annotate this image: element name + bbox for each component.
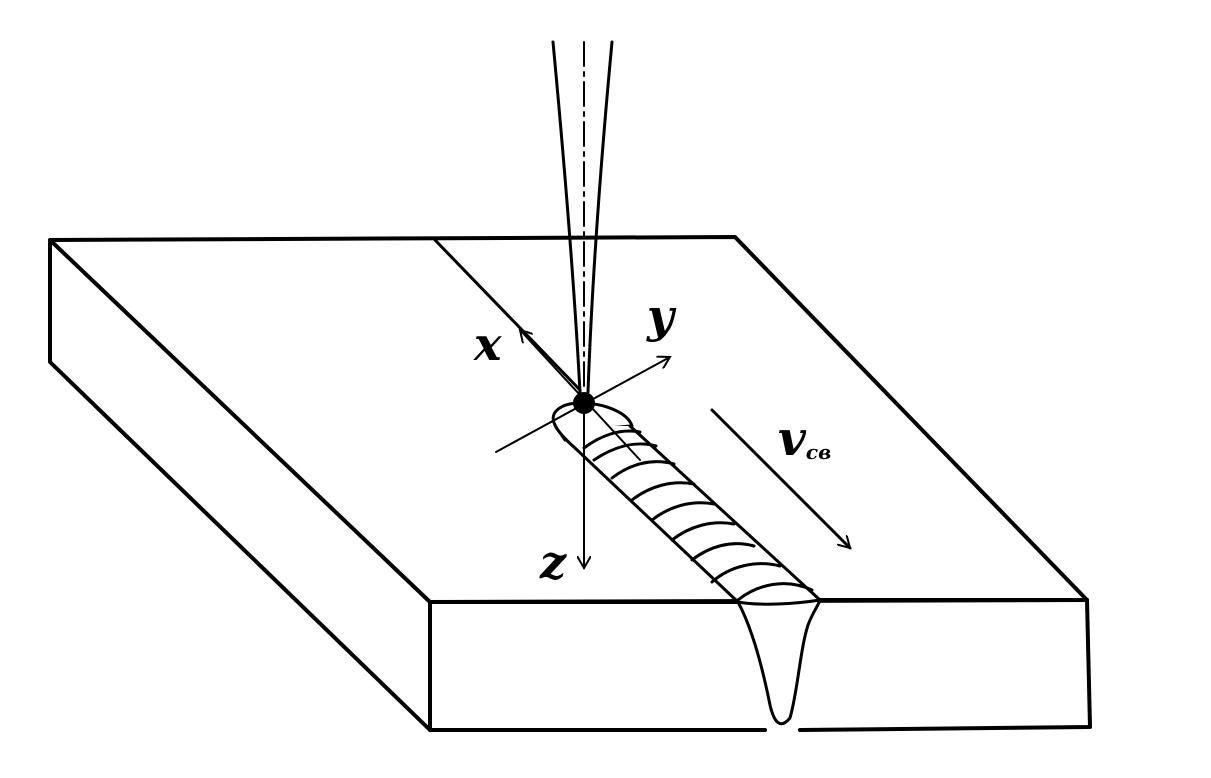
plate-left-face — [48, 238, 432, 732]
weld-ripple-5 — [650, 501, 716, 522]
weld-penetration-profile — [736, 598, 822, 726]
velocity-subscript: св — [806, 440, 831, 464]
heat-source-beam — [551, 40, 614, 394]
weld-joint-line — [433, 238, 582, 392]
y-axis-label: y — [646, 289, 677, 343]
beam-right-edge — [586, 40, 614, 394]
weld-ripple-1 — [582, 429, 642, 450]
weld-ripple-2 — [592, 442, 658, 462]
velocity-label: vсв — [778, 411, 831, 467]
z-axis-label: z — [539, 535, 567, 589]
plate-front-face — [428, 598, 1092, 732]
beam-left-edge — [551, 40, 582, 394]
weld-ripple-3 — [610, 460, 676, 480]
weld-bead — [551, 401, 822, 606]
heat-source-point — [573, 392, 595, 414]
weld-bead-outline — [553, 423, 822, 606]
workpiece-plate — [48, 235, 1092, 732]
weld-ripple-7 — [690, 542, 756, 562]
weld-ripple-4 — [630, 481, 696, 502]
velocity-symbol: v — [778, 411, 807, 467]
welding-speed-arrow — [710, 408, 852, 550]
weld-ripple-6 — [670, 521, 736, 542]
weld-ripple-8 — [710, 562, 782, 584]
x-axis-label: x — [473, 317, 502, 371]
weld-ripple-9 — [736, 582, 814, 602]
plate-top-front-edge — [428, 598, 1089, 604]
